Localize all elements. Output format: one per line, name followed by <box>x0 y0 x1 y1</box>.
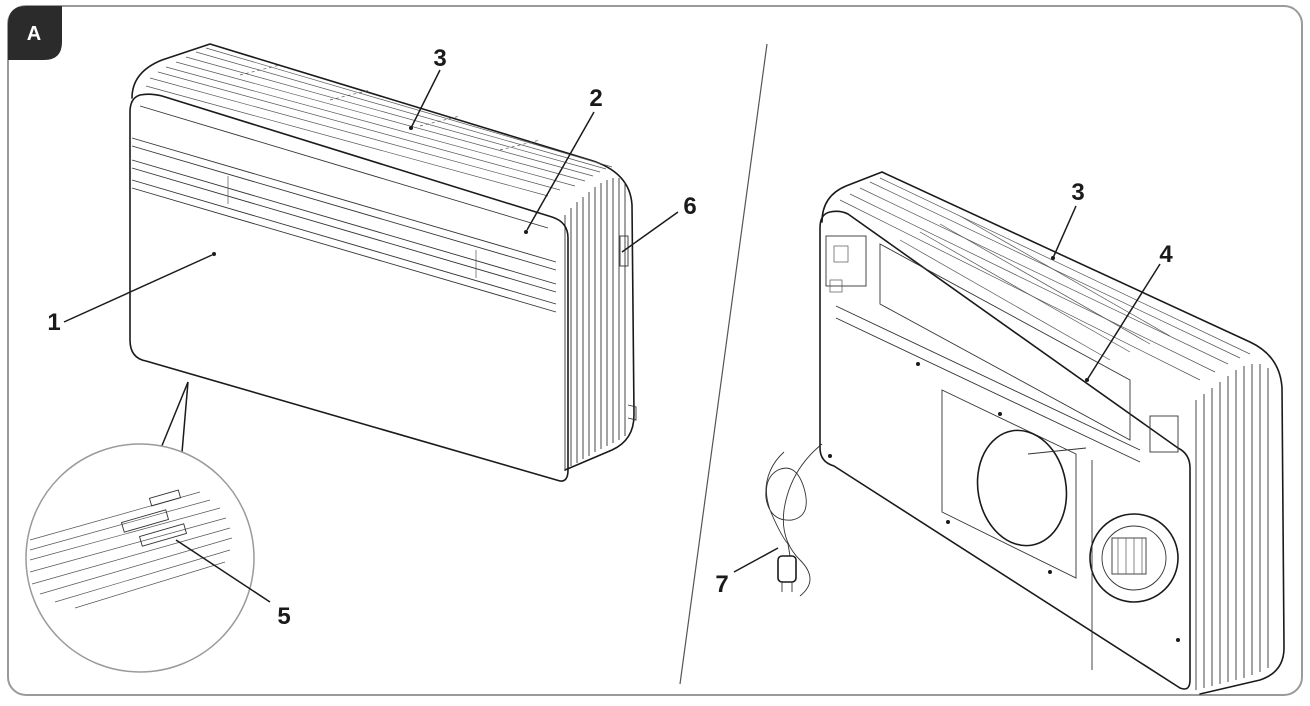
leader-6 <box>621 211 679 253</box>
magnifier-detail <box>25 381 255 673</box>
leader-3-front <box>410 69 441 129</box>
leader-5 <box>175 539 271 603</box>
magnifier-circle <box>25 443 255 673</box>
callout-3-rear: 3 <box>1071 179 1084 206</box>
rear-connector <box>1149 415 1179 453</box>
front-panel-grooves <box>131 137 557 313</box>
magnified-slats <box>29 489 233 609</box>
top-grille-slats <box>145 47 613 197</box>
rear-screws <box>828 362 1180 642</box>
callout-1: 1 <box>47 309 60 336</box>
leader-1 <box>63 254 213 323</box>
side-grille-fins <box>564 178 626 470</box>
callout-5: 5 <box>277 603 290 630</box>
rear-side-fins <box>1195 364 1269 690</box>
rear-top-slats <box>839 177 1251 381</box>
rear-unit-outline <box>821 171 1285 695</box>
leader-4 <box>1086 263 1161 381</box>
view-divider <box>679 43 768 685</box>
badge-letter: A <box>27 23 41 45</box>
rear-foot <box>627 404 637 421</box>
front-panel <box>129 93 569 482</box>
front-unit-outline <box>131 43 635 471</box>
badge-background <box>8 6 62 60</box>
cord-main <box>782 443 823 597</box>
plug-body <box>777 555 797 583</box>
callout-3-front: 3 <box>433 45 446 72</box>
figure-frame <box>7 5 1303 696</box>
figure-badge: A <box>8 6 62 60</box>
marker-dot-2 <box>524 230 528 234</box>
callout-6: 6 <box>683 193 696 220</box>
panel-top-lip <box>139 105 549 229</box>
rear-filter-slot <box>879 243 1131 441</box>
electrical-box <box>825 235 867 287</box>
leader-7 <box>733 547 779 573</box>
callout-7: 7 <box>715 571 728 598</box>
power-cord <box>765 443 823 597</box>
rear-channel-edge-2 <box>835 317 1141 463</box>
front-view-unit <box>129 43 637 482</box>
exhaust-grate <box>1117 538 1143 574</box>
callout-2: 2 <box>589 85 602 112</box>
leader-3-rear <box>1052 205 1077 259</box>
rear-view-unit <box>819 171 1285 695</box>
exhaust-port <box>1089 513 1179 603</box>
marker-dot-1 <box>212 252 216 256</box>
duct-opening <box>976 429 1068 547</box>
side-clip <box>619 235 629 267</box>
leader-2 <box>526 111 595 231</box>
rear-panel <box>819 210 1191 690</box>
rear-channel-edge-1 <box>835 305 1141 451</box>
duct-strap <box>1027 447 1087 455</box>
callout-4: 4 <box>1159 241 1173 268</box>
